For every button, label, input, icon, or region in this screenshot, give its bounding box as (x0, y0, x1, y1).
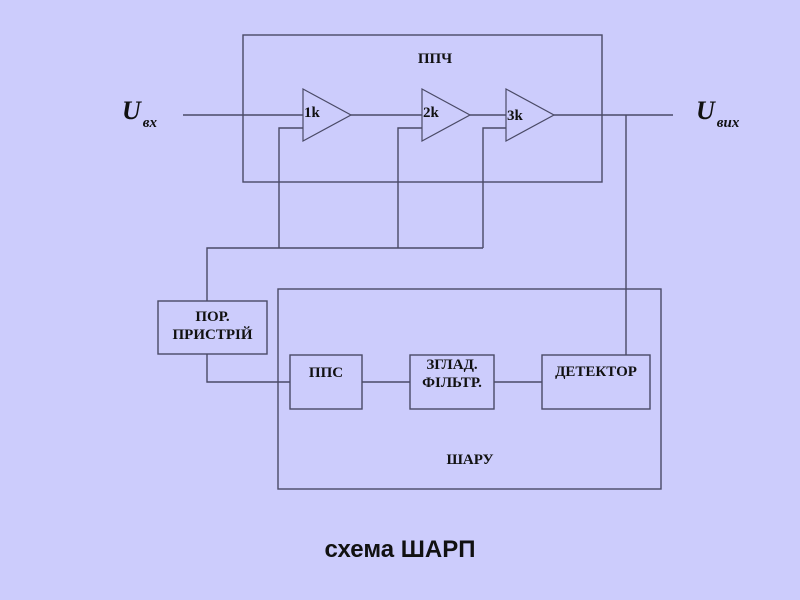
diagram-caption: схема ШАРП (324, 536, 476, 563)
sharu-label: ШАРУ (446, 452, 494, 468)
threshold-to-pps-wire (206, 354, 290, 383)
threshold-device-label-line1: ПОР. (195, 309, 230, 325)
amplifier-2-label: 2k (423, 105, 439, 121)
pps-label: ППС (308, 365, 344, 381)
amp1-control-wire (278, 127, 303, 248)
filter-label: ЗГЛАД. ФІЛЬТР. (410, 356, 494, 392)
ppch-box (242, 34, 603, 183)
amplifier-1-label: 1k (304, 105, 320, 121)
ppch-label: ППЧ (417, 51, 453, 67)
filter-label-line2: ФІЛЬТР. (422, 375, 482, 391)
filter-label-line1: ЗГЛАД. (426, 357, 478, 373)
amplifier-3-label: 3k (507, 108, 523, 124)
output-voltage-subscript: вих (716, 115, 740, 131)
input-voltage-symbol: U (122, 96, 141, 125)
detector-label: ДЕТЕКТОР (555, 364, 637, 380)
amplifier-3-triangle (505, 87, 556, 143)
amplifier-2-triangle (421, 87, 472, 143)
amp2-control-wire (397, 127, 422, 248)
amplifier-1-triangle (302, 87, 353, 143)
amp3-control-wire (482, 127, 506, 248)
threshold-device-label: ПОР. ПРИСТРІЙ (158, 308, 267, 344)
input-voltage-subscript: вх (142, 115, 157, 131)
output-voltage-symbol: U (696, 96, 715, 125)
control-bus-wire (206, 247, 483, 301)
sharu-box (277, 288, 662, 490)
threshold-device-label-line2: ПРИСТРІЙ (172, 327, 253, 343)
threshold-device-box (157, 300, 268, 355)
detector-box (541, 354, 651, 410)
